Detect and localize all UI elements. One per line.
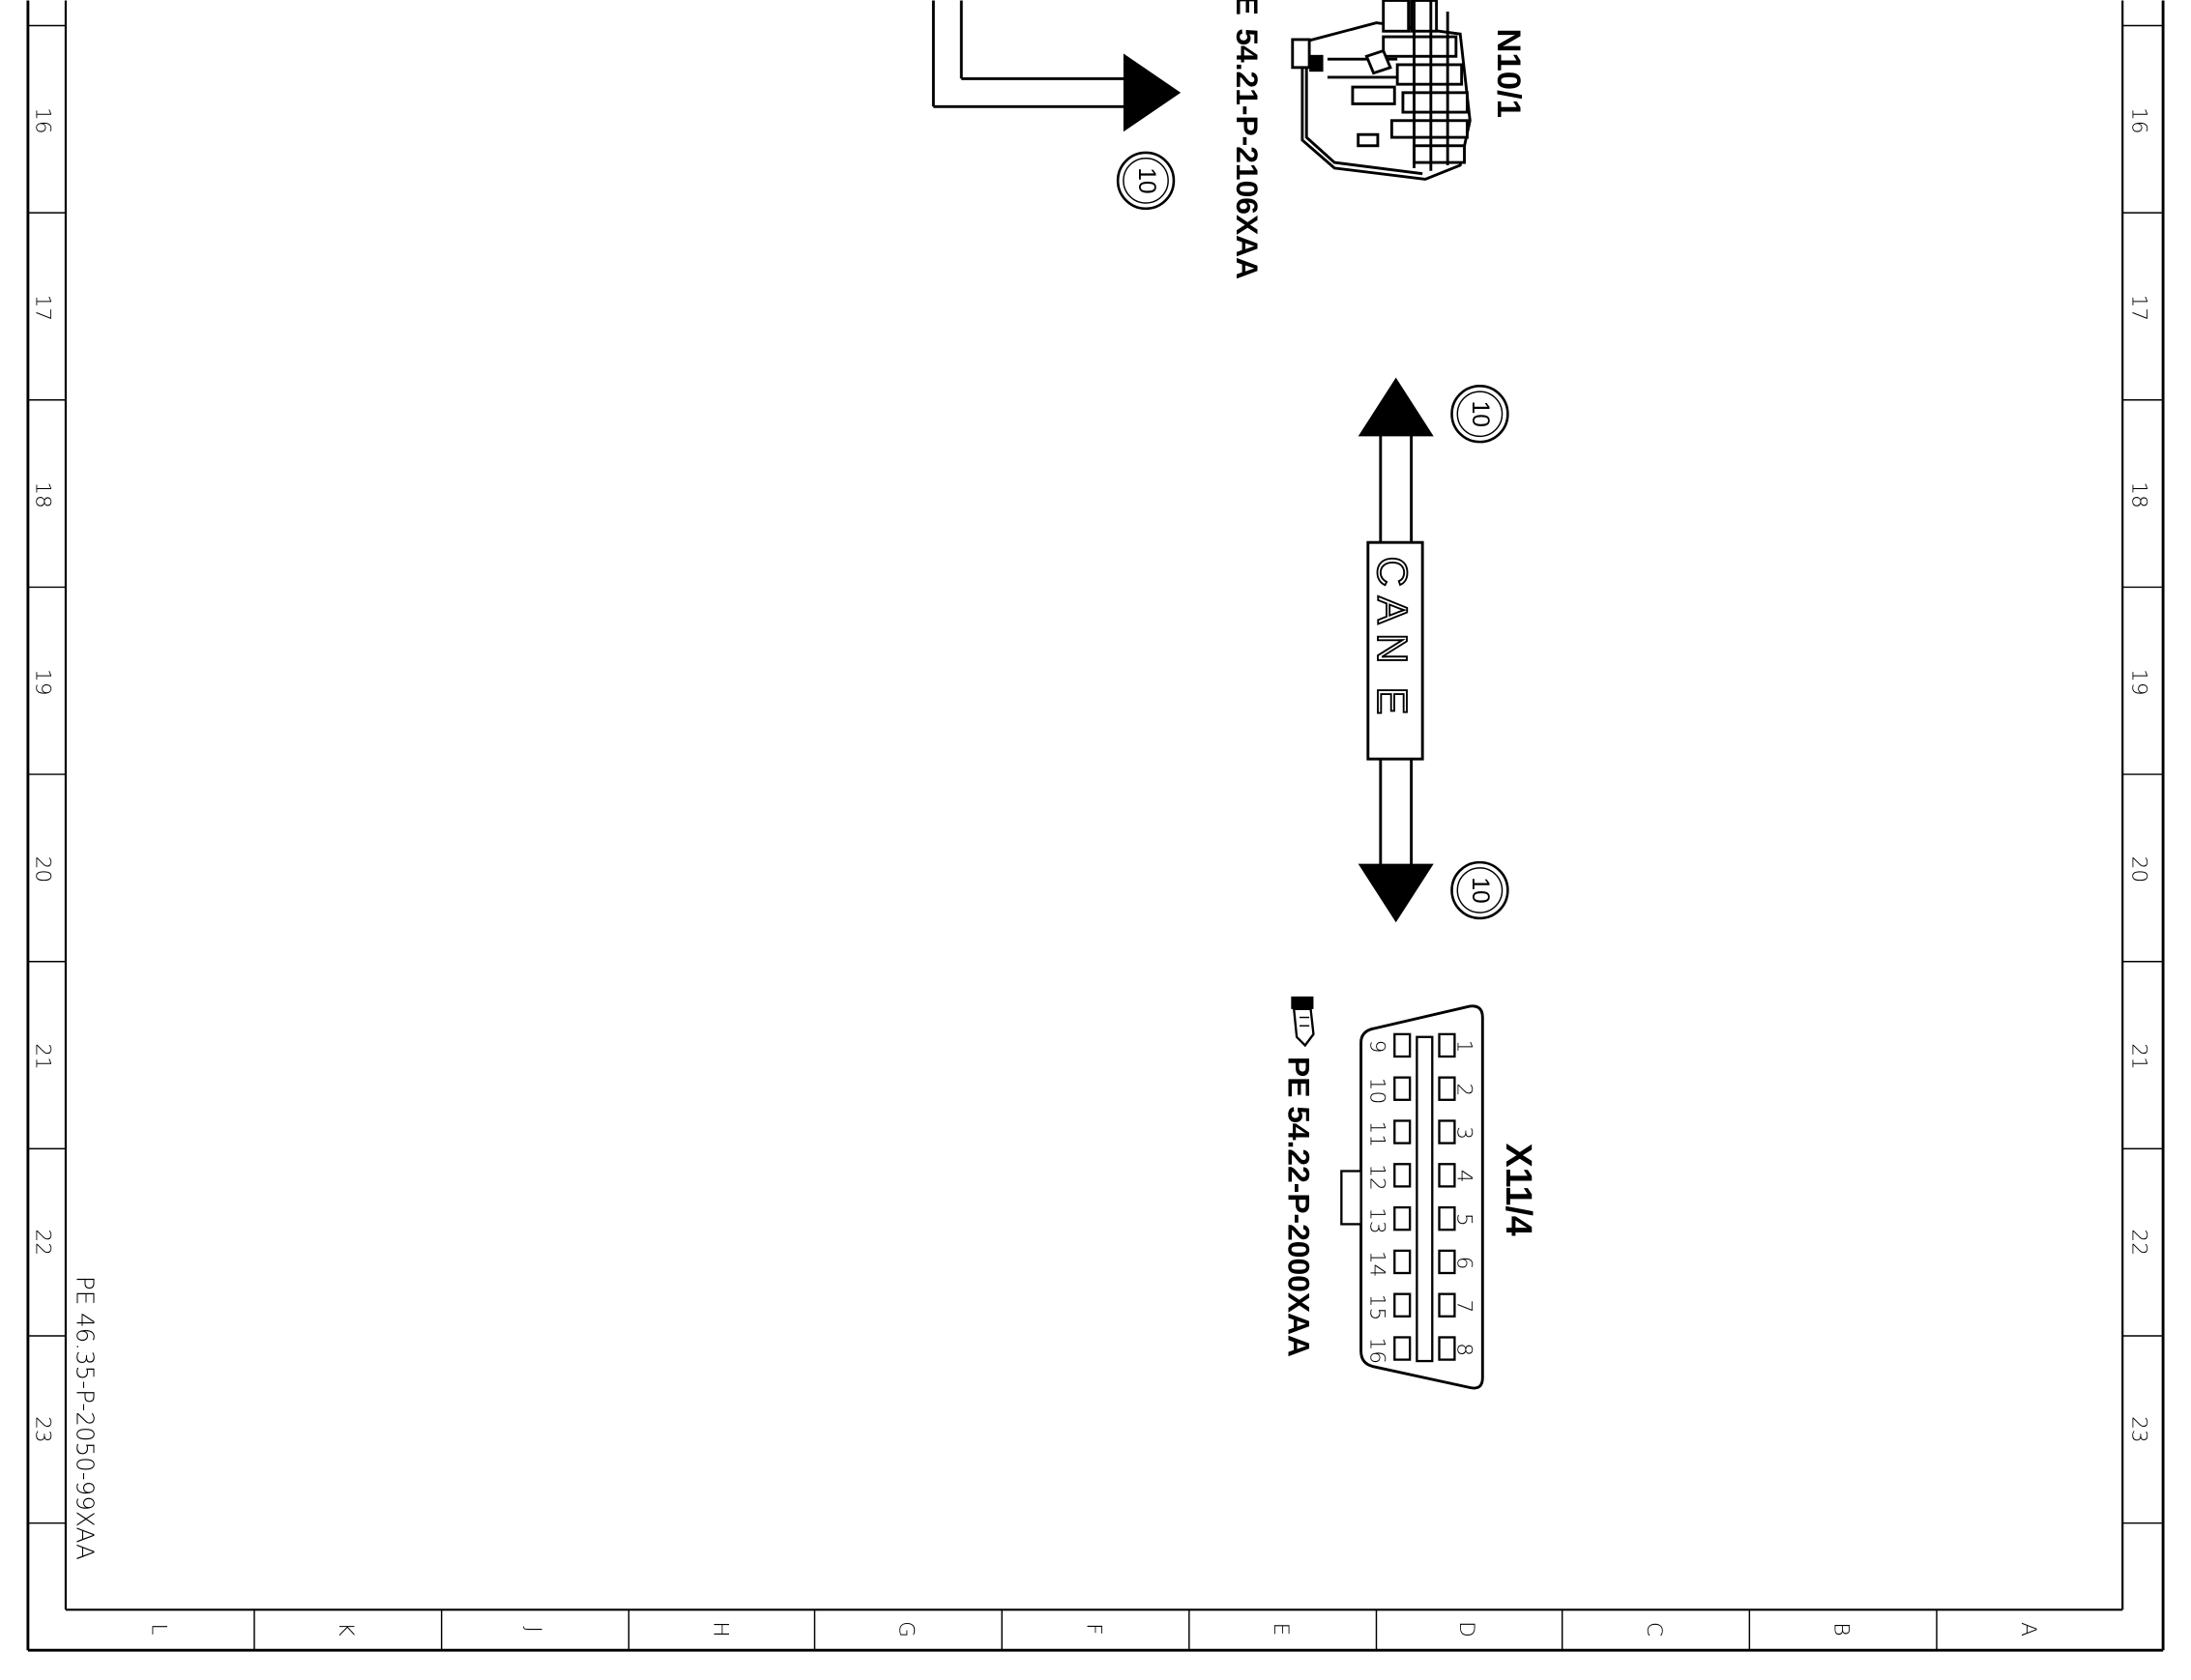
pin-number-15: 15 bbox=[1365, 1294, 1389, 1321]
row-label-17-left: 17 bbox=[31, 295, 55, 322]
bus-arrow-down bbox=[1358, 863, 1434, 923]
can-e-bus: C A N E bbox=[1358, 377, 1434, 923]
connection-marker-1-label: 10 bbox=[1133, 167, 1159, 193]
row-label-18-left: 18 bbox=[31, 481, 55, 508]
connection-marker-3-label: 10 bbox=[1467, 877, 1493, 903]
column-label-a: A bbox=[2016, 1622, 2040, 1637]
bus-arrow-up bbox=[1358, 377, 1434, 437]
row-labels-left: 16 17 18 19 20 21 22 23 bbox=[31, 107, 55, 1443]
pin-number-9: 9 bbox=[1365, 1040, 1389, 1054]
pin-number-1: 1 bbox=[1451, 1040, 1475, 1054]
row-label-19-left: 19 bbox=[31, 669, 55, 696]
column-label-l: L bbox=[147, 1623, 171, 1635]
n10-1-connector-icon bbox=[1291, 0, 1472, 181]
row-label-21-right: 21 bbox=[2126, 1043, 2150, 1070]
row-label-16-right: 16 bbox=[2126, 107, 2150, 134]
n10-1-reference-number: 54.21-P-2106XAA bbox=[1230, 28, 1265, 279]
x11-4-pin-sockets-bottom bbox=[1393, 1032, 1412, 1361]
can-e-label: C A N E bbox=[1368, 557, 1415, 715]
pin-number-12: 12 bbox=[1365, 1164, 1389, 1191]
x11-4-pin-sockets-top bbox=[1438, 1032, 1456, 1361]
pin-number-5: 5 bbox=[1451, 1213, 1475, 1227]
column-label-d: D bbox=[1454, 1621, 1478, 1637]
column-label-h: H bbox=[708, 1621, 732, 1637]
row-label-22-right: 22 bbox=[2126, 1229, 2150, 1256]
pin-number-16: 16 bbox=[1365, 1337, 1389, 1364]
row-label-16-left: 16 bbox=[31, 107, 55, 134]
x11-4-pin-numbers-bottom: 9 10 11 12 13 14 15 16 bbox=[1365, 1040, 1389, 1364]
column-label-j: J bbox=[521, 1626, 545, 1632]
column-dividers bbox=[253, 1609, 1938, 1651]
connection-marker-3: 10 bbox=[1450, 860, 1509, 920]
document-number: PE 46.35-P-2050-99XAA bbox=[71, 1276, 99, 1560]
column-labels: L K J H G F E D C B A bbox=[147, 1621, 2041, 1637]
pin-number-2: 2 bbox=[1451, 1083, 1475, 1096]
pin-number-8: 8 bbox=[1451, 1343, 1475, 1356]
column-label-c: C bbox=[1642, 1622, 1666, 1637]
wire-to-n10-1 bbox=[931, 0, 1126, 108]
x11-4-reference: PE 54.22-P-2000XAA bbox=[1281, 1057, 1316, 1357]
column-label-f: F bbox=[1081, 1623, 1105, 1635]
row-label-19-right: 19 bbox=[2126, 669, 2150, 696]
connection-marker-2: 10 bbox=[1450, 385, 1509, 444]
pin-number-7: 7 bbox=[1451, 1299, 1475, 1313]
column-label-b: B bbox=[1828, 1622, 1853, 1636]
pin-number-10: 10 bbox=[1365, 1078, 1389, 1105]
pin-number-4: 4 bbox=[1451, 1170, 1475, 1183]
x11-4-label: X11/4 bbox=[1499, 1144, 1539, 1236]
row-label-17-right: 17 bbox=[2126, 295, 2150, 322]
connection-marker-1: 10 bbox=[1116, 151, 1176, 211]
pin-number-11: 11 bbox=[1365, 1120, 1389, 1147]
x11-4-key-tab bbox=[1340, 1170, 1362, 1226]
row-label-20-right: 20 bbox=[2126, 856, 2150, 883]
n10-1-reference: E 54.21-P-2106XAA bbox=[1230, 0, 1265, 279]
pin-number-3: 3 bbox=[1451, 1126, 1475, 1140]
row-dividers-right bbox=[2122, 24, 2164, 1524]
column-label-e: E bbox=[1269, 1623, 1293, 1637]
row-label-22-left: 22 bbox=[31, 1229, 55, 1256]
row-label-18-right: 18 bbox=[2126, 481, 2150, 508]
pin-number-14: 14 bbox=[1365, 1251, 1389, 1278]
can-e-label-box bbox=[1366, 540, 1424, 761]
row-label-20-left: 20 bbox=[31, 856, 55, 883]
n10-1-reference-prefix: E bbox=[1230, 0, 1265, 15]
wire-arrow-right bbox=[1123, 53, 1182, 132]
row-label-23-right: 23 bbox=[2126, 1416, 2150, 1443]
row-dividers-left bbox=[27, 24, 66, 1524]
x11-4-pin-numbers-top: 1 2 3 4 5 6 7 8 bbox=[1451, 1040, 1475, 1356]
column-label-g: G bbox=[894, 1621, 919, 1637]
x11-4-connector: 1 2 3 4 5 6 7 8 9 10 11 12 13 14 15 16 bbox=[1340, 1004, 1484, 1390]
row-label-21-left: 21 bbox=[31, 1043, 55, 1070]
pin-number-13: 13 bbox=[1365, 1207, 1389, 1234]
row-labels-right: 16 17 18 19 20 21 22 23 bbox=[2126, 107, 2150, 1443]
row-label-23-left: 23 bbox=[31, 1416, 55, 1443]
drawing-frame bbox=[26, 0, 2165, 1652]
pin-number-6: 6 bbox=[1451, 1257, 1475, 1270]
pointing-hand-icon bbox=[1291, 996, 1315, 1048]
column-label-k: K bbox=[334, 1622, 358, 1636]
x11-4-center-bar bbox=[1416, 1035, 1434, 1363]
connection-marker-2-label: 10 bbox=[1467, 401, 1493, 427]
n10-1-label: N10/1 bbox=[1490, 28, 1527, 118]
